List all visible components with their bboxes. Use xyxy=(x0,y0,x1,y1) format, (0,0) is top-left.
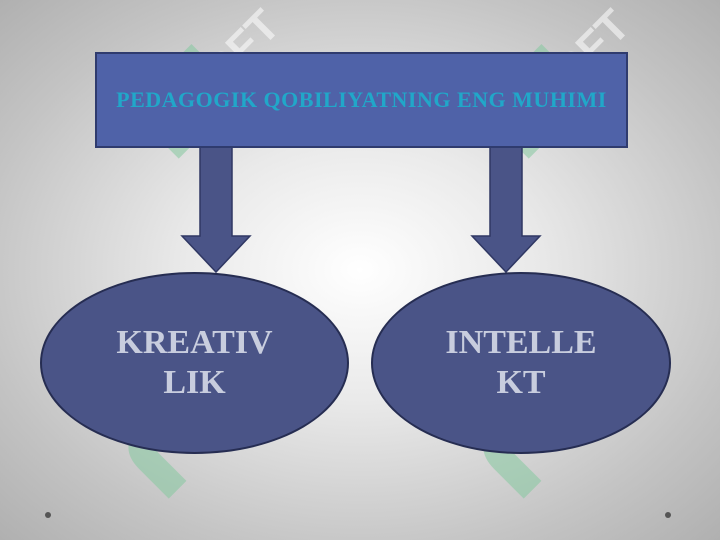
title-text: PEDAGOGIK QOBILIYATNING ENG MUHIMI xyxy=(116,87,607,112)
arrow-down-right xyxy=(470,146,542,274)
node-intellekt: INTELLE KT xyxy=(371,272,671,454)
node-label: INTELLE KT xyxy=(445,324,597,401)
node-kreativlik: KREATIV LIK xyxy=(40,272,349,454)
title-box: PEDAGOGIK QOBILIYATNING ENG MUHIMI xyxy=(95,52,628,148)
node-label: KREATIV LIK xyxy=(116,324,273,401)
corner-dot xyxy=(45,512,51,518)
corner-dot xyxy=(665,512,671,518)
arrow-down-left xyxy=(180,146,252,274)
